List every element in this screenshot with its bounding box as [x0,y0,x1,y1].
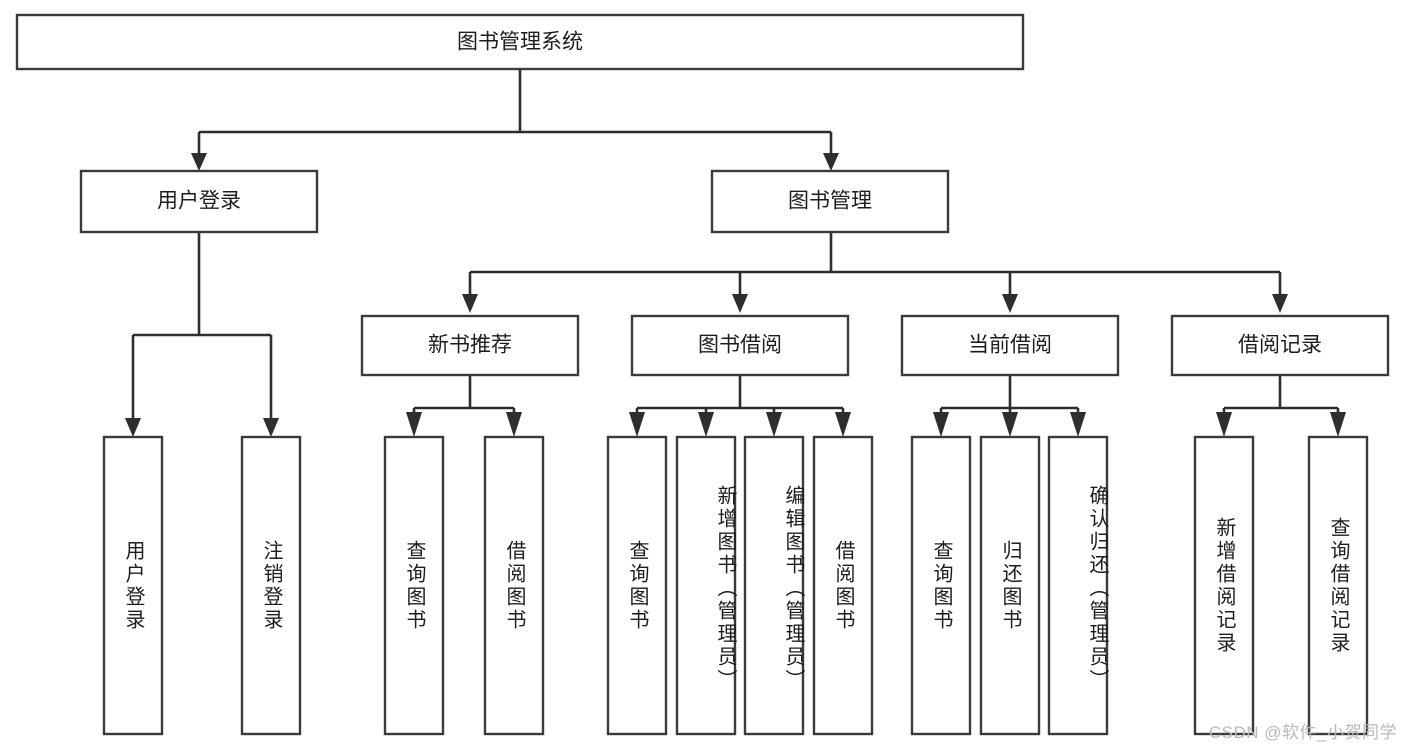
node-leaf-edit-book[interactable] [743,435,805,736]
node-leaf-borrow-book-1[interactable] [483,435,545,736]
arrow-head-book-manage [823,153,839,171]
arrow-head-current-borrow [1002,294,1018,313]
node-leaf-borrow-book-2[interactable] [812,435,874,736]
node-leaf-confirm-return[interactable] [1047,435,1109,736]
arrow-head-user-login [191,153,207,171]
csdn-watermark: CSDN @软件_小贺同学 [1208,723,1397,742]
arrow-head-leaf-user-logout [263,418,279,437]
node-leaf-query-book-2[interactable] [606,435,668,736]
node-book-manage-label: 图书管理 [788,190,872,213]
arrow-head-leaf-add-record [1216,412,1232,437]
node-book-borrow-label: 图书借阅 [698,334,782,357]
arrow-head-book-borrow [732,294,748,313]
arrow-head-leaf-user-login [125,418,141,437]
node-leaf-add-record[interactable] [1193,435,1255,736]
arrow-head-leaf-return-book [1002,412,1018,437]
arrow-head-leaf-borrow-book-2 [835,412,851,437]
node-leaf-add-book[interactable] [675,435,737,736]
node-user-login[interactable] [79,169,319,234]
arrow-head-leaf-query-book-2 [629,412,645,437]
node-book-borrow[interactable] [630,314,850,377]
node-borrow-record[interactable] [1170,314,1390,377]
node-current-borrow-label: 当前借阅 [968,334,1052,357]
node-borrow-record-label: 借阅记录 [1238,334,1322,357]
node-root[interactable] [15,13,1025,71]
node-leaf-user-login[interactable] [102,435,164,736]
arrow-head-leaf-query-record [1330,412,1346,437]
arrow-head-borrow-record [1272,294,1288,313]
node-root-label: 图书管理系统 [457,31,583,54]
node-box-group: 图书管理系统 用户登录 图书管理 新书推荐 图书借阅 当前借阅 借阅记录 [15,13,1390,736]
node-current-borrow[interactable] [900,314,1120,377]
node-leaf-query-book-1[interactable] [383,435,445,736]
connector-group [125,70,1346,437]
node-leaf-query-book-3[interactable] [910,435,972,736]
node-leaf-return-book[interactable] [979,435,1041,736]
node-leaf-user-logout[interactable] [240,435,302,736]
node-leaf-query-record[interactable] [1307,435,1369,736]
arrow-head-leaf-confirm-return [1070,412,1086,437]
arrow-head-leaf-add-book [698,412,714,437]
arrow-head-leaf-edit-book [766,412,782,437]
arrow-head-new-book-rec [462,294,478,313]
node-user-login-label: 用户登录 [157,190,241,213]
node-new-book-rec-label: 新书推荐 [428,334,512,357]
node-new-book-rec[interactable] [360,314,580,377]
arrow-head-leaf-query-book-1 [406,412,422,437]
arrow-head-leaf-query-book-3 [933,412,949,437]
node-book-manage[interactable] [710,169,950,234]
arrow-head-leaf-borrow-book-1 [506,412,522,437]
